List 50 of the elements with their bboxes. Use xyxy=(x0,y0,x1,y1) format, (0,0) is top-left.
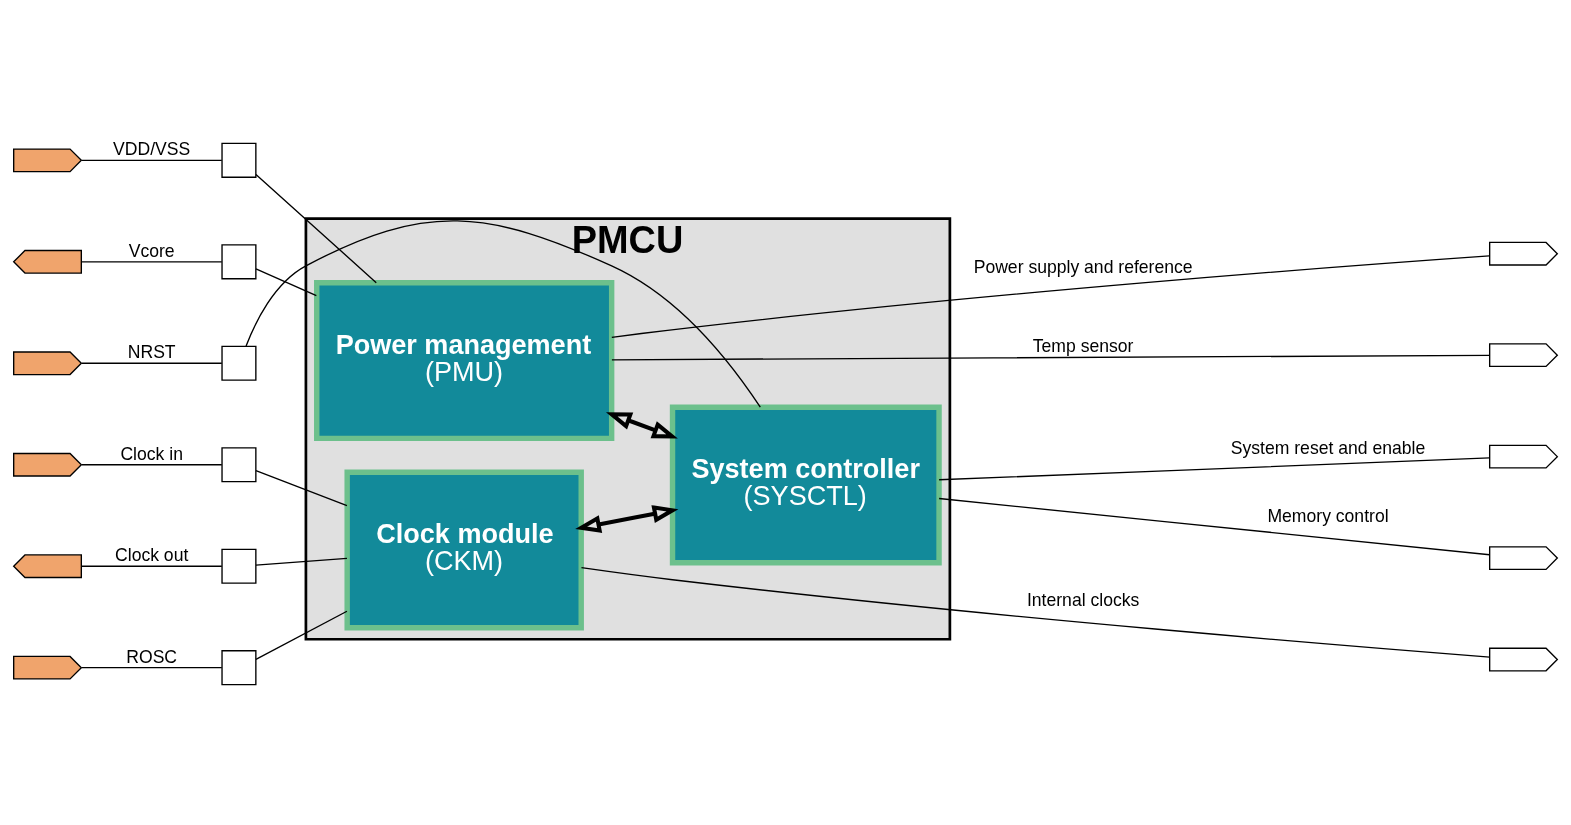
edge-label: Clock out xyxy=(115,544,189,565)
node-box xyxy=(221,345,257,381)
edge-label: VDD/VSS xyxy=(113,138,191,159)
node-pentagon xyxy=(1489,241,1559,266)
node-pentagon xyxy=(12,553,82,578)
connector xyxy=(81,666,223,668)
node-pentagon xyxy=(13,147,83,172)
node-pentagon xyxy=(1489,342,1559,367)
node-pentagon xyxy=(1489,647,1559,671)
connector xyxy=(580,566,1491,658)
arrow xyxy=(575,504,679,533)
node-pentagon xyxy=(13,350,83,375)
connector xyxy=(81,463,223,465)
node-pentagon xyxy=(1489,545,1559,570)
arrow xyxy=(605,411,678,439)
edge-label: Vcore xyxy=(128,240,175,261)
connector xyxy=(81,159,223,161)
connector xyxy=(255,267,318,296)
connector xyxy=(81,260,223,262)
edge-label: NRST xyxy=(127,341,176,362)
edge-label: Power supply and reference xyxy=(973,256,1193,277)
edge-label: Clock in xyxy=(120,443,183,464)
connector xyxy=(255,469,348,506)
connector xyxy=(938,456,1491,480)
connector xyxy=(255,610,348,660)
connector xyxy=(938,497,1491,555)
connector xyxy=(255,557,348,566)
node-box: Clock module (CKM) xyxy=(344,469,584,630)
node-pentagon xyxy=(12,249,82,274)
node-pentagon xyxy=(13,452,83,477)
node-box: System controller (SYSCTL) xyxy=(669,404,942,566)
edge-label: ROSC xyxy=(126,646,178,667)
connector xyxy=(611,354,1490,360)
node-box xyxy=(221,446,257,482)
node-box: Power management (PMU) xyxy=(314,279,615,441)
node-box xyxy=(221,243,257,279)
connector xyxy=(611,254,1490,338)
edge-label: Temp sensor xyxy=(1032,335,1134,356)
connector xyxy=(81,362,223,364)
node-pentagon xyxy=(13,655,83,680)
node-box xyxy=(221,142,257,178)
connector xyxy=(81,565,223,567)
node-box xyxy=(221,649,257,685)
node-pentagon xyxy=(1489,444,1559,469)
edge-label: Internal clocks xyxy=(1026,589,1140,610)
connector xyxy=(255,173,377,283)
edge-label: System reset and enable xyxy=(1230,437,1426,458)
node-box xyxy=(221,548,257,584)
edge-label: Memory control xyxy=(1267,505,1389,526)
connector xyxy=(245,219,761,408)
